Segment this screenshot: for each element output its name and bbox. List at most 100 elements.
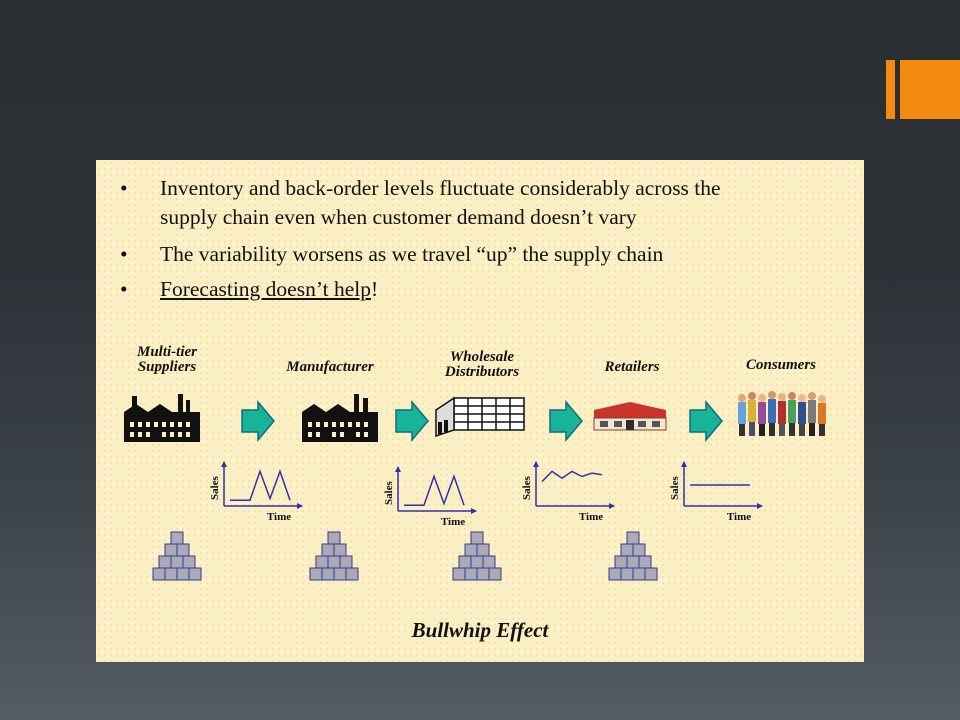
inventory-box xyxy=(638,555,652,569)
flow-arrow-icon xyxy=(689,400,723,442)
diagram-caption: Bullwhip Effect xyxy=(411,618,549,642)
sales-series-line xyxy=(404,474,465,507)
inventory-box xyxy=(333,567,347,581)
y-axis-arrowhead xyxy=(395,466,401,472)
factory-icon xyxy=(124,394,200,442)
inventory-box xyxy=(458,555,472,569)
x-axis-arrowhead xyxy=(609,503,615,509)
x-axis-label: Time xyxy=(727,511,751,523)
inventory-box xyxy=(170,531,184,545)
stage-label-line: Consumers xyxy=(745,357,817,373)
y-axis-arrowhead xyxy=(533,461,539,467)
inventory-box xyxy=(321,567,335,581)
x-axis-arrowhead xyxy=(471,508,477,514)
stage-label-suppliers: Multi-tier Suppliers xyxy=(118,345,216,375)
inventory-box xyxy=(476,543,490,557)
inventory-box xyxy=(152,567,166,581)
bullet-text-line: The variability worsens as we travel “up… xyxy=(160,242,664,266)
x-axis-arrowhead xyxy=(757,503,763,509)
inventory-box xyxy=(345,567,359,581)
x-axis-label: Time xyxy=(579,511,603,523)
stage-label-retailers: Retailers xyxy=(584,360,680,375)
inventory-box xyxy=(176,567,190,581)
inventory-box xyxy=(476,567,490,581)
flow-arrow-icon xyxy=(395,400,429,442)
bullet-text-line: Forecasting doesn’t help! xyxy=(160,275,378,304)
inventory-box xyxy=(626,531,640,545)
inventory-box xyxy=(164,567,178,581)
inventory-box xyxy=(158,555,172,569)
store-icon xyxy=(593,402,667,431)
bullet-dot: • xyxy=(120,277,128,301)
factory-icon xyxy=(302,394,378,442)
bullet-text-line: supply chain even when customer demand d… xyxy=(160,205,637,229)
inventory-box xyxy=(164,543,178,557)
accent-block xyxy=(900,60,960,119)
inventory-box xyxy=(321,543,335,557)
flow-arrow-icon xyxy=(549,400,583,442)
y-axis-label: Sales xyxy=(209,475,221,500)
x-axis-arrowhead xyxy=(297,503,303,509)
y-axis-label: Sales xyxy=(521,475,533,500)
inventory-stack xyxy=(309,531,359,581)
slide-image-panel: • Inventory and back-order levels fluctu… xyxy=(96,160,864,662)
inventory-box xyxy=(632,567,646,581)
y-axis-arrowhead xyxy=(681,461,687,467)
stage-label-line: Multi-tier xyxy=(136,344,197,360)
inventory-box xyxy=(182,555,196,569)
flow-arrow-icon xyxy=(241,400,275,442)
inventory-box xyxy=(176,543,190,557)
y-axis-label: Sales xyxy=(383,480,395,505)
inventory-box xyxy=(170,555,184,569)
bullet-dot: • xyxy=(120,242,128,266)
inventory-box xyxy=(470,531,484,545)
warehouse-icon xyxy=(435,396,525,438)
stage-label-manufacturer: Manufacturer xyxy=(270,360,390,375)
people-icon xyxy=(738,391,826,436)
inventory-box xyxy=(626,555,640,569)
stage-label-consumers: Consumers xyxy=(726,358,836,373)
stage-label-line: Suppliers xyxy=(137,359,197,375)
inventory-box xyxy=(464,567,478,581)
inventory-box xyxy=(327,531,341,545)
inventory-box xyxy=(188,567,202,581)
stage-label-line: Retailers xyxy=(604,359,660,375)
inventory-box xyxy=(488,567,502,581)
bullet-text-line: Inventory and back-order levels fluctuat… xyxy=(160,176,721,200)
bullet-dot: • xyxy=(120,176,128,200)
bullet-suffix: ! xyxy=(370,277,379,301)
inventory-box xyxy=(644,567,658,581)
stage-label-distributors: Wholesale Distributors xyxy=(426,350,538,380)
y-axis-arrowhead xyxy=(221,461,227,467)
stage-label-line: Manufacturer xyxy=(286,359,374,375)
inventory-box xyxy=(470,555,484,569)
inventory-box xyxy=(620,567,634,581)
y-axis-label: Sales xyxy=(669,475,681,500)
sales-series-line xyxy=(230,469,291,502)
stage-label-line: Wholesale xyxy=(449,349,515,365)
inventory-box xyxy=(309,567,323,581)
inventory-box xyxy=(608,567,622,581)
inventory-box xyxy=(339,555,353,569)
inventory-box xyxy=(620,543,634,557)
inventory-box xyxy=(632,543,646,557)
x-axis-label: Time xyxy=(441,516,465,528)
stage-label-line: Distributors xyxy=(444,364,520,380)
inventory-box xyxy=(464,543,478,557)
inventory-box xyxy=(315,555,329,569)
inventory-stack xyxy=(152,531,202,581)
sales-series-line xyxy=(541,470,603,483)
x-axis-label: Time xyxy=(267,511,291,523)
inventory-box xyxy=(452,567,466,581)
inventory-box xyxy=(327,555,341,569)
underlined-text: Forecasting doesn’t help xyxy=(160,277,371,301)
inventory-box xyxy=(482,555,496,569)
accent-bar xyxy=(886,60,895,119)
inventory-box xyxy=(614,555,628,569)
inventory-box xyxy=(333,543,347,557)
inventory-stack xyxy=(608,531,658,581)
